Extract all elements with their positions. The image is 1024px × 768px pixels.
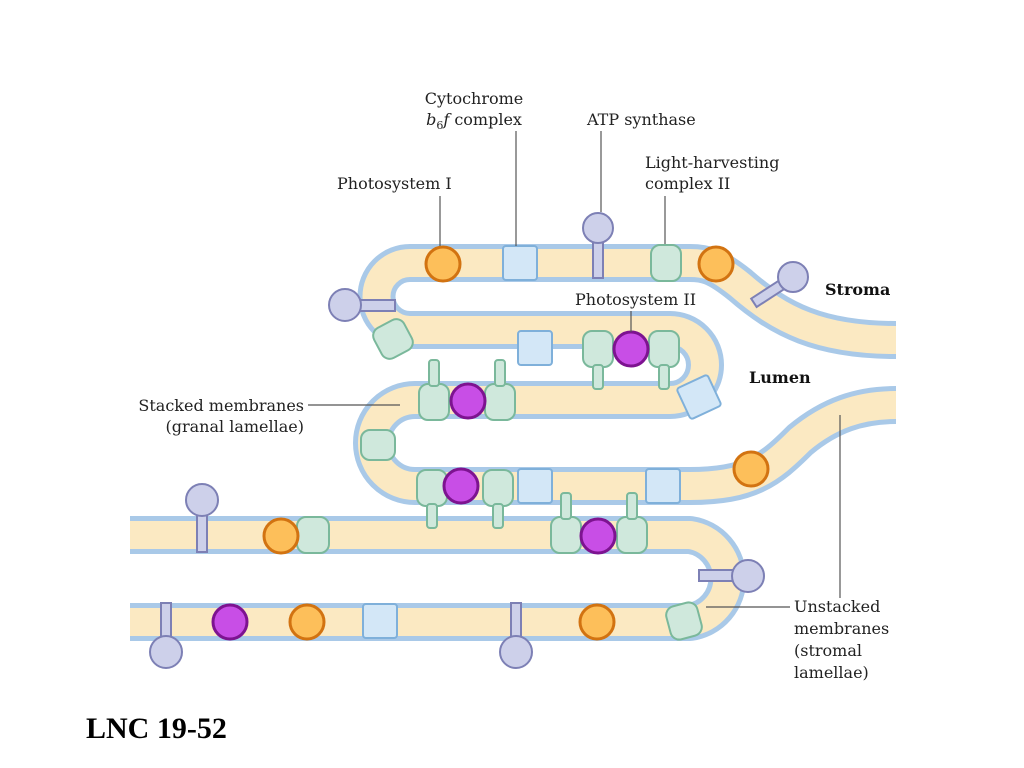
photosystem-i (578, 603, 616, 641)
cytochrome-b6f-complex (362, 603, 398, 639)
unstacked-membranes-label: Unstacked (794, 597, 880, 616)
photosystem-i (288, 603, 326, 641)
unstacked-membranes-label-line2: membranes (794, 619, 889, 638)
atp-synthase (328, 288, 396, 322)
cytochrome-b6f-complex (502, 245, 538, 281)
photosystem-ii (211, 603, 249, 641)
atp-synthase (698, 559, 765, 593)
photosystem-ii (612, 330, 650, 368)
photosystem-ii (442, 467, 480, 505)
cytochrome-group (362, 245, 722, 639)
cytochrome-b6f-complex (517, 468, 553, 504)
photosystem-i (732, 450, 770, 488)
lhc-ii (296, 516, 330, 554)
lhc-ii-stacked (582, 330, 614, 390)
psii-group (211, 330, 650, 641)
lhc-label-line2: complex II (645, 174, 730, 193)
lhc-label: Light-harvesting (645, 153, 779, 172)
cytochrome-b6f-complex (517, 330, 553, 366)
photosystem-i-label: Photosystem I (337, 174, 452, 193)
cytochrome-b6f-complex (676, 374, 722, 420)
unstacked-membranes-label-line4: lamellae) (794, 663, 869, 682)
stacked-membranes-label: Stacked membranes (138, 396, 304, 415)
cytochrome-b6f-complex (645, 468, 681, 504)
atp-synthase-label: ATP synthase (586, 110, 696, 129)
lhc-ii-stacked (418, 359, 450, 421)
atp-synthase-group (149, 212, 809, 669)
membrane-fill (130, 249, 897, 636)
atp-synthase (582, 212, 614, 279)
photosystem-i (697, 245, 735, 283)
lhc-ii (650, 244, 682, 282)
photosystem-ii (579, 517, 617, 555)
atp-synthase (499, 602, 533, 669)
photosystem-i (262, 517, 300, 555)
lhc-ii (360, 429, 396, 461)
lhc-ii-stacked (616, 492, 648, 554)
photosystem-ii (449, 382, 487, 420)
psi-group (262, 245, 770, 641)
lhc-ii-stacked (484, 359, 516, 421)
leader-lines (308, 131, 841, 608)
cytochrome-label-line2: b6f complex (426, 110, 522, 132)
lhc-ii-stacked (482, 469, 514, 529)
unstacked-membranes-label-line3: (stromal (794, 641, 862, 660)
atp-synthase (149, 602, 183, 669)
lhc-ii-stacked (648, 330, 680, 390)
stroma-label: Stroma (825, 280, 890, 299)
lhc-ii (665, 601, 703, 641)
photosystem-i (424, 245, 462, 283)
lhc-ii (372, 318, 414, 360)
slide-caption: LNC 19-52 (86, 712, 227, 745)
lumen-label: Lumen (749, 368, 811, 387)
atp-synthase (749, 261, 809, 309)
atp-synthase (185, 483, 219, 553)
stacked-membranes-label-line2: (granal lamellae) (166, 417, 305, 436)
cytochrome-label: Cytochrome (425, 89, 524, 108)
lhc-group (296, 244, 703, 641)
photosystem-ii-label: Photosystem II (575, 290, 696, 309)
